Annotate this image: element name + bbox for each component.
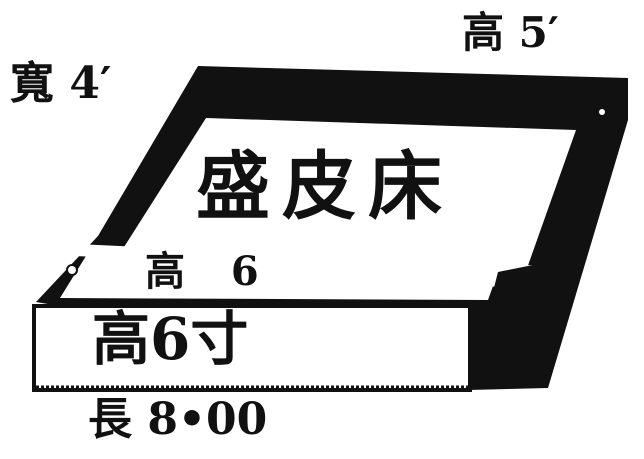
base-height-label: 高6寸 (92, 305, 249, 373)
frame-lower-strip (60, 256, 498, 300)
height-dimension-label: 高 5′ (462, 8, 559, 57)
frame-height-label: 高 6 (145, 248, 275, 295)
corner-bolt (599, 109, 605, 115)
corner-bolt (66, 264, 78, 276)
width-dimension-label: 寬 4′ (10, 58, 112, 109)
frame-right-side (468, 262, 548, 390)
frame-rail (74, 244, 548, 276)
sign-title: 盛皮床 (196, 144, 454, 230)
frame-inner-panel (112, 118, 576, 288)
length-dimension-label: 長 8•00 (88, 394, 268, 445)
corner-bolt (103, 209, 109, 215)
